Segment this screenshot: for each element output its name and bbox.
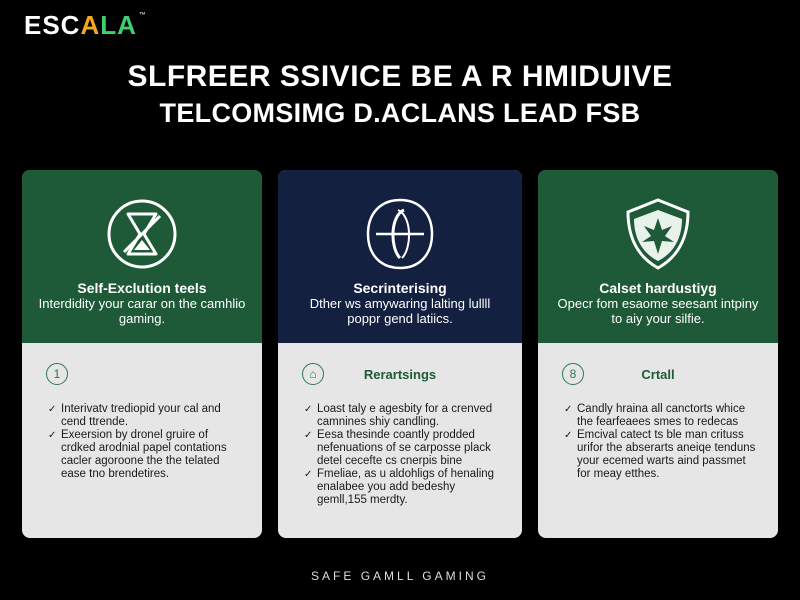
card-header: Secrinterising Dther ws amywaring laltin… bbox=[278, 170, 522, 343]
list-item: Exeersion by dronel gruire of crdked aro… bbox=[48, 429, 244, 481]
number-badge: 1 bbox=[46, 363, 68, 385]
card-bullet-list: Interivatv trediopid your cal and cend t… bbox=[48, 403, 244, 481]
card-safety[interactable]: Calset hardustiyg Opecr fom esaome seesa… bbox=[538, 170, 778, 538]
card-self-exclusion[interactable]: Self-Exclution teels Interdidity your ca… bbox=[22, 170, 262, 538]
logo-text-part1: ESC bbox=[24, 10, 81, 40]
card-bullet-list: Loast taly e agesbity for a crenved camn… bbox=[304, 403, 504, 507]
card-description: Opecr fom esaome seesant intpiny to aiy … bbox=[557, 296, 759, 326]
logo-text-part3: LA bbox=[100, 10, 137, 40]
home-icon: ⌂ bbox=[302, 363, 324, 385]
list-item: Fmeliae, as u aldohligs of henaling enal… bbox=[304, 468, 504, 507]
list-item: Candly hraina all canctorts whice the fe… bbox=[564, 403, 760, 429]
card-header: Calset hardustiyg Opecr fom esaome seesa… bbox=[538, 170, 778, 343]
footer-tagline: SAFE GAMLL GAMING bbox=[311, 569, 489, 583]
list-item: Interivatv trediopid your cal and cend t… bbox=[48, 403, 244, 429]
hourglass-icon bbox=[107, 199, 177, 269]
card-body: 8 Crtall Candly hraina all canctorts whi… bbox=[538, 343, 778, 538]
card-subtitle: Crtall bbox=[641, 367, 675, 382]
card-description: Interdidity your carar on the camhlio ga… bbox=[38, 296, 246, 326]
list-item: Emcival catect ts ble man crituss urifor… bbox=[564, 429, 760, 481]
card-title: Self-Exclution teels bbox=[77, 280, 207, 296]
card-title: Secrinterising bbox=[353, 280, 447, 296]
headline-line-2: TELCOMSIMG D.ACLANS LEAD FSB bbox=[159, 98, 641, 128]
card-description: Dther ws amywaring lalting lullll poppr … bbox=[309, 296, 491, 326]
card-title: Calset hardustiyg bbox=[599, 280, 717, 296]
card-subtitle: Rerartsings bbox=[363, 367, 437, 382]
logo-text-part2: A bbox=[80, 10, 101, 40]
card-reality-check[interactable]: Secrinterising Dther ws amywaring laltin… bbox=[278, 170, 522, 538]
card-header: Self-Exclution teels Interdidity your ca… bbox=[22, 170, 262, 343]
list-item: Eesa thesinde coantly prodded nefenuatio… bbox=[304, 429, 504, 468]
logo-trademark: ™ bbox=[138, 12, 147, 19]
compass-icon bbox=[366, 198, 434, 270]
headline-line-1: SLFREER SSIVICE BE A R HMIDUIVE bbox=[127, 60, 673, 93]
shield-icon bbox=[626, 198, 690, 270]
list-item: Loast taly e agesbity for a crenved camn… bbox=[304, 403, 504, 429]
number-badge: 8 bbox=[562, 363, 584, 385]
card-body: ⌂ Rerartsings Loast taly e agesbity for … bbox=[278, 343, 522, 538]
card-bullet-list: Candly hraina all canctorts whice the fe… bbox=[564, 403, 760, 481]
card-body: 1 Interivatv trediopid your cal and cend… bbox=[22, 343, 262, 538]
